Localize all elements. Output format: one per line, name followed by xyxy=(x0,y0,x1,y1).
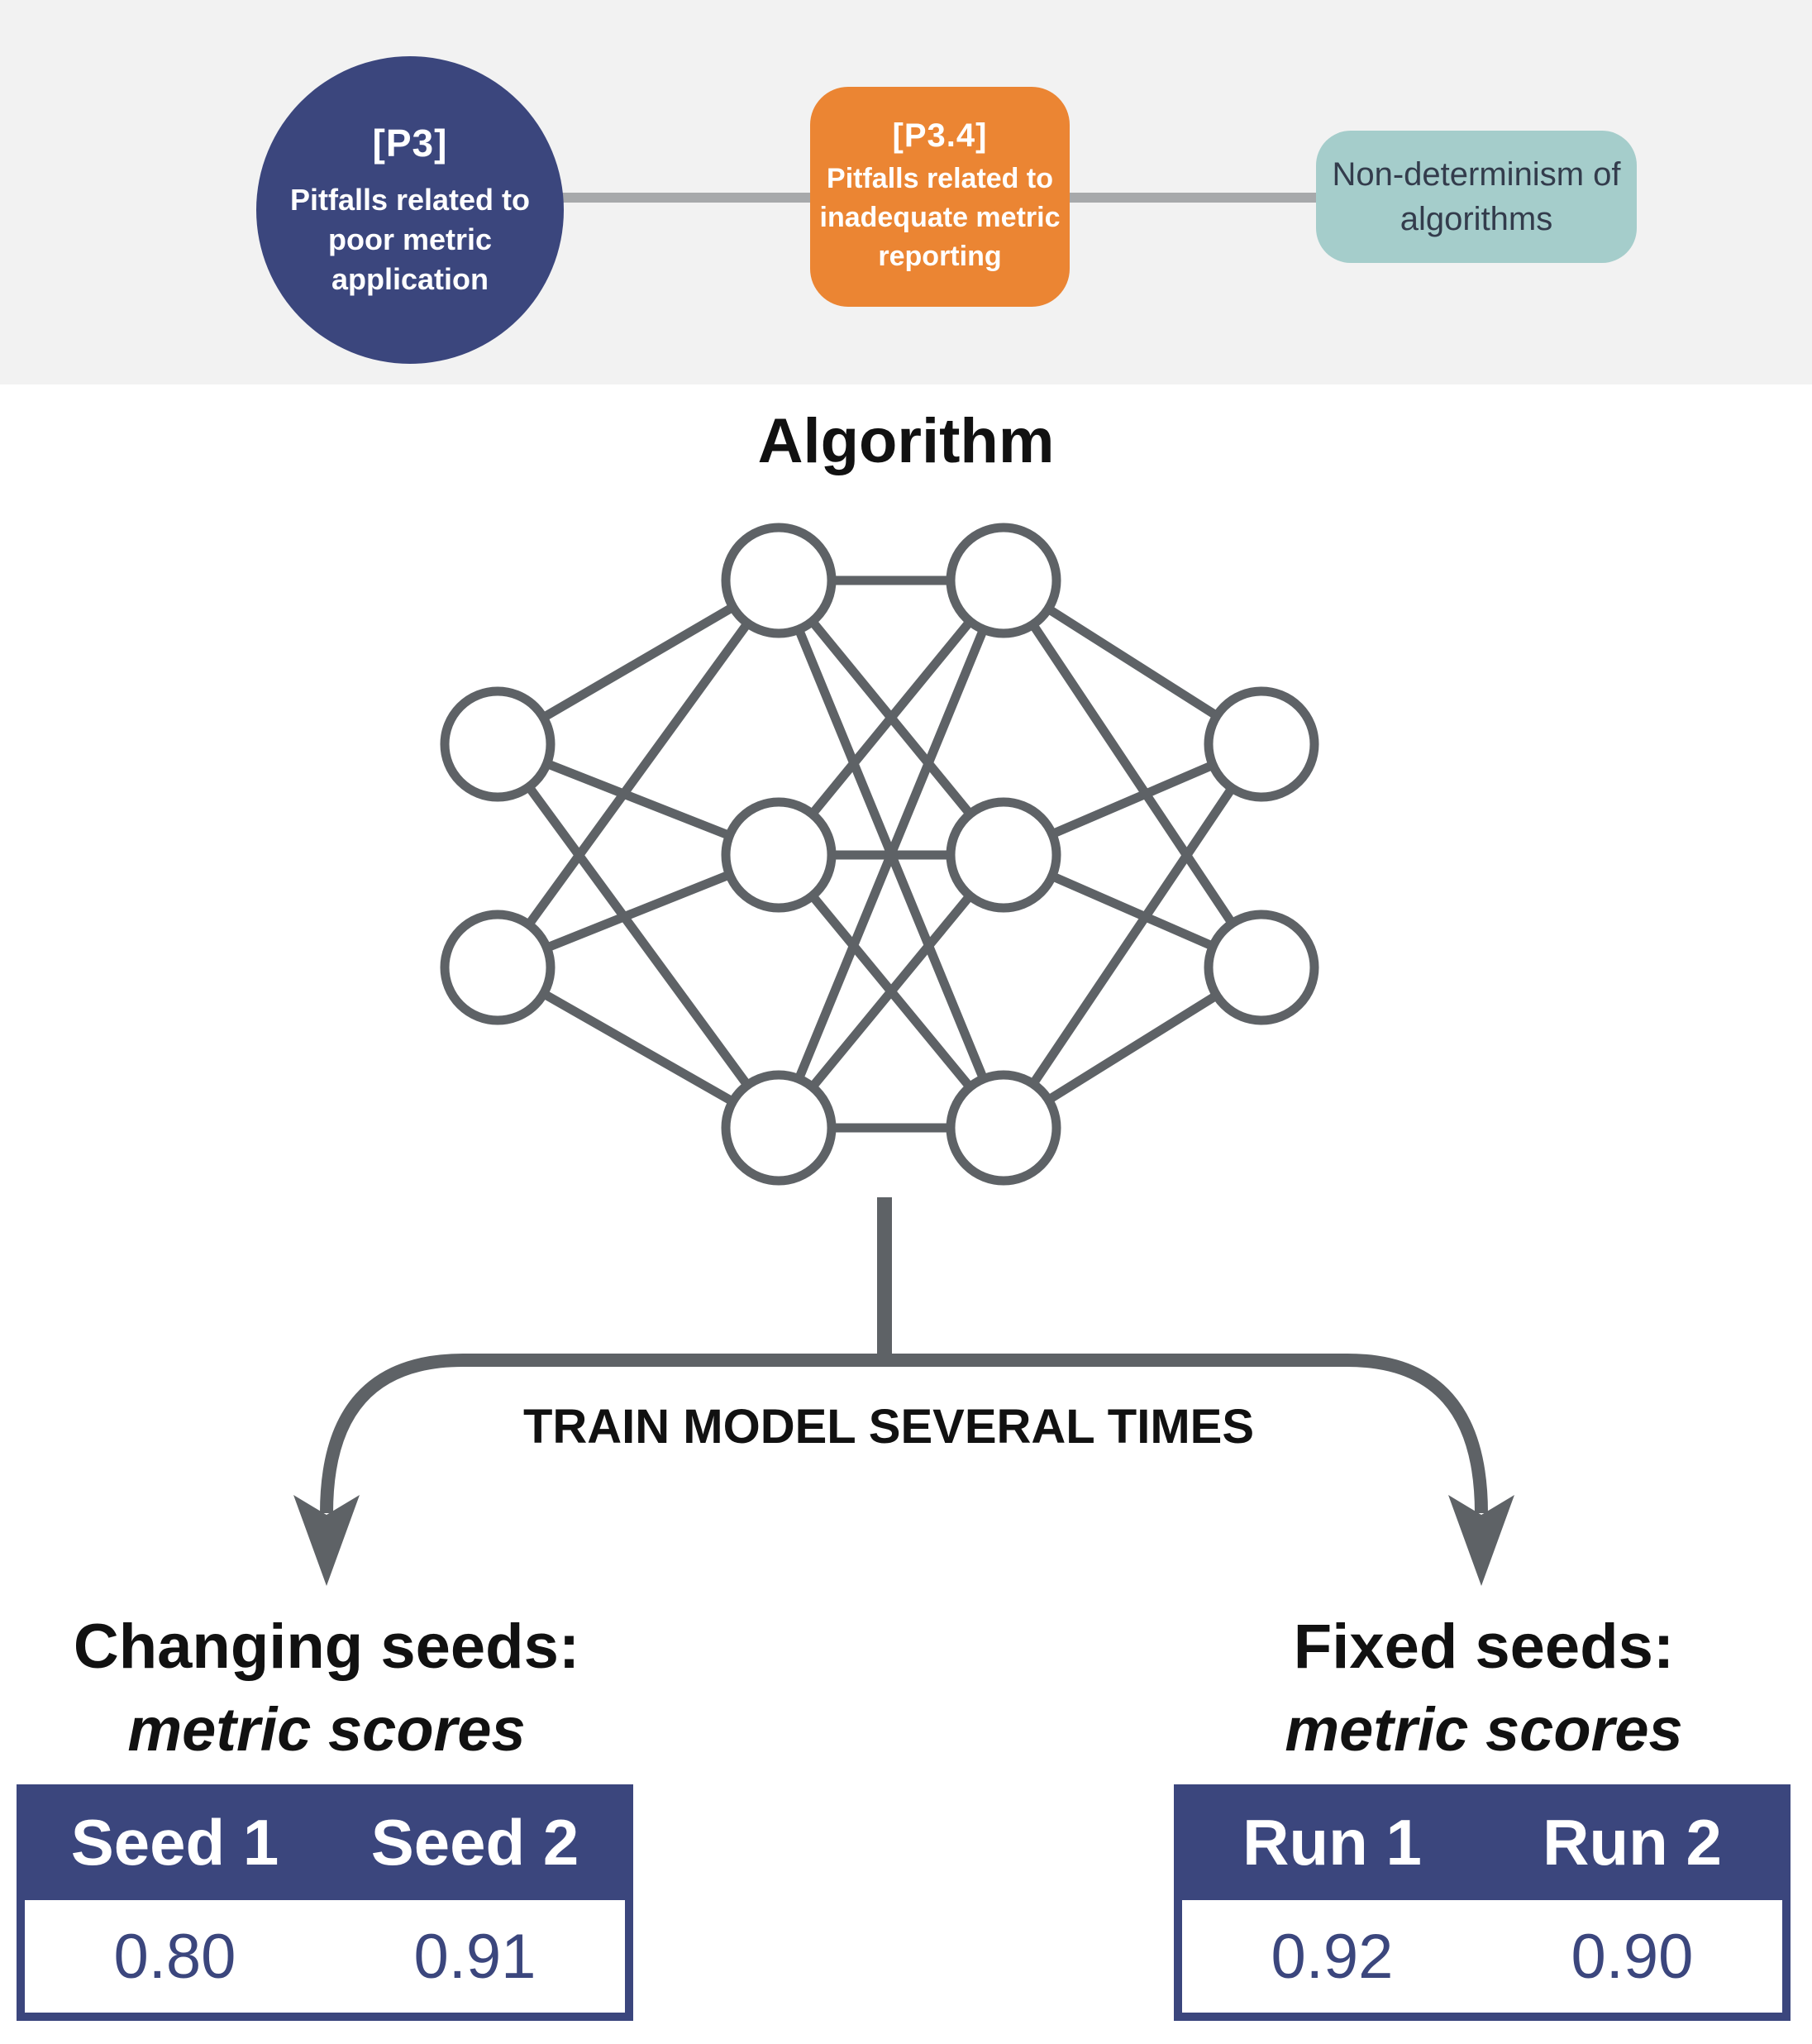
network-node xyxy=(721,1070,837,1186)
network-node xyxy=(946,523,1061,638)
network-edge xyxy=(999,577,1266,971)
network-edge xyxy=(494,577,783,971)
category-code: [P3] xyxy=(372,122,448,165)
network-node xyxy=(440,686,556,802)
changing-seeds-table: Seed 1 Seed 2 0.80 0.91 xyxy=(17,1784,633,2021)
fixed-seeds-subtitle: metric scores xyxy=(1285,1695,1683,1764)
table-row: 0.92 0.90 xyxy=(1182,1900,1782,2013)
fixed-seeds-table: Run 1 Run 2 0.92 0.90 xyxy=(1174,1784,1791,2021)
changing-seeds-heading: Changing seeds: metric scores xyxy=(17,1606,637,1771)
table-header-cell: Seed 2 xyxy=(370,1805,579,1879)
fixed-seeds-heading: Fixed seeds: metric scores xyxy=(1174,1606,1794,1771)
table-cell: 0.90 xyxy=(1571,1921,1694,1992)
table-cell: 0.91 xyxy=(413,1921,536,1992)
pitfall-label: Non-determinism of algorithms xyxy=(1332,156,1621,237)
network-edges xyxy=(494,575,1266,1133)
table-cell: 0.92 xyxy=(1271,1921,1394,1992)
table-header-cell: Run 2 xyxy=(1543,1805,1722,1879)
category-p3-node: [P3] Pitfalls related to poor metric app… xyxy=(256,56,564,364)
subcategory-code: [P3.4] xyxy=(892,117,988,154)
left-branch-arrow xyxy=(320,1354,885,1514)
network-node xyxy=(721,523,837,638)
network-node xyxy=(721,797,837,913)
network-nodes xyxy=(440,523,1319,1186)
table-header-row: Seed 1 Seed 2 xyxy=(25,1784,625,1900)
algorithm-title: Algorithm xyxy=(757,406,1055,476)
train-model-label: TRAIN MODEL SEVERAL TIMES xyxy=(522,1400,1255,1454)
network-edge xyxy=(775,852,1008,1131)
network-edge xyxy=(774,578,1009,1130)
network-node xyxy=(1204,910,1319,1025)
table-header-cell: Run 1 xyxy=(1242,1805,1422,1879)
table-cell: 0.80 xyxy=(113,1921,236,1992)
category-label: Pitfalls related to poor metric applicat… xyxy=(289,183,531,296)
pitfall-node: Non-determinism of algorithms xyxy=(1316,131,1637,263)
subcategory-label: Pitfalls related to inadequate metric re… xyxy=(819,163,1061,272)
network-edge xyxy=(775,577,1008,858)
network-node xyxy=(946,1070,1061,1186)
changing-seeds-title: Changing seeds: xyxy=(73,1612,580,1682)
network-node xyxy=(440,910,556,1025)
network-edge xyxy=(494,741,783,1131)
changing-seeds-subtitle: metric scores xyxy=(127,1695,526,1764)
fixed-seeds-title: Fixed seeds: xyxy=(1293,1612,1675,1682)
table-row: 0.80 0.91 xyxy=(25,1900,625,2013)
left-arrowhead xyxy=(293,1495,360,1586)
right-arrowhead xyxy=(1448,1495,1514,1586)
table-header-row: Run 1 Run 2 xyxy=(1182,1784,1782,1900)
subcategory-p3-4-node: [P3.4] Pitfalls related to inadequate me… xyxy=(810,87,1070,307)
network-edge xyxy=(999,741,1266,1131)
table-header-cell: Seed 1 xyxy=(70,1805,279,1879)
network-node xyxy=(946,797,1061,913)
network-node xyxy=(1204,686,1319,802)
right-branch-arrow xyxy=(885,1354,1488,1514)
pitfall-path-band: [P3] Pitfalls related to poor metric app… xyxy=(0,0,1812,384)
